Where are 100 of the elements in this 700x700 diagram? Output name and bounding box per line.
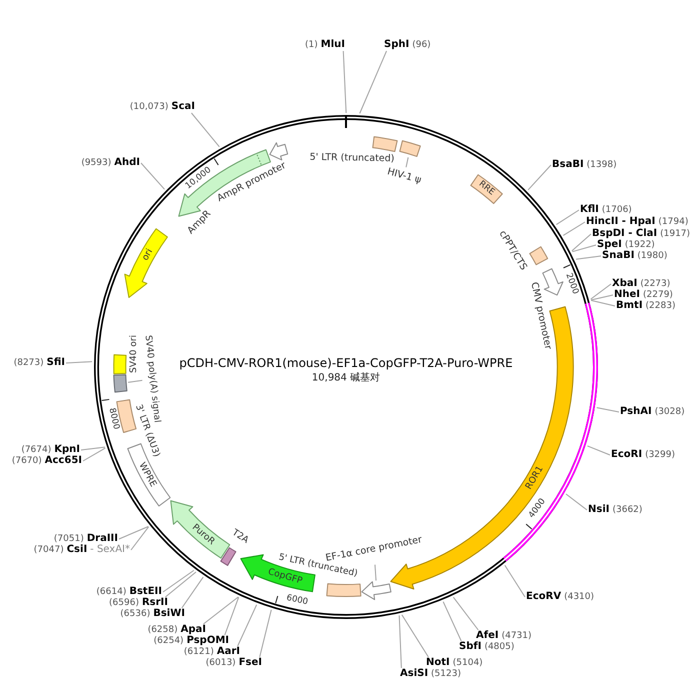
site-position: (7674) xyxy=(21,444,52,456)
site-position: (1922) xyxy=(624,239,655,250)
enzyme-name: BmtI xyxy=(616,300,643,312)
enzyme-name: PshAI xyxy=(620,406,652,418)
site-position: (6013) xyxy=(206,657,236,669)
leader-line xyxy=(162,570,194,592)
feature-label: 5' LTR (truncated) xyxy=(309,152,394,166)
site-position: (1398) xyxy=(586,159,617,171)
enzyme-name: NotI xyxy=(426,657,450,668)
leader-line xyxy=(164,571,196,598)
site-position: (1917) xyxy=(660,228,690,240)
enzyme-name: DraIII xyxy=(86,533,118,544)
enzyme-name: EcoRI xyxy=(611,449,642,461)
leader-line xyxy=(452,596,479,630)
enzyme-name: MluI xyxy=(320,39,345,51)
enzyme-name: PspOMI xyxy=(186,635,229,646)
site-position: (4805) xyxy=(484,641,514,653)
enzyme-name: FseI xyxy=(238,657,262,669)
leader-line xyxy=(590,284,612,300)
site-position: (6614) xyxy=(96,586,126,598)
enzyme-name: BsiWI xyxy=(153,608,185,620)
site-position: (6254) xyxy=(154,635,184,647)
feature-label: CopGFP xyxy=(266,566,304,587)
enzyme-name: EcoRV xyxy=(526,591,562,603)
site-position: (3028) xyxy=(654,406,685,418)
leader-line xyxy=(590,300,616,306)
leader-line xyxy=(586,445,610,456)
enzyme-name: SnaBI xyxy=(602,250,634,262)
enzyme-name: AfeI xyxy=(476,630,499,641)
enzyme-name: CsiI xyxy=(66,544,88,556)
leader-line xyxy=(224,596,240,636)
scale-label: 2000 xyxy=(562,272,580,296)
leader-line xyxy=(181,576,204,608)
site-position: (10,073) xyxy=(130,101,168,113)
site-position: (7051) xyxy=(54,533,84,544)
site-position: (6258) xyxy=(148,624,178,636)
leader-line xyxy=(130,526,150,550)
feature-label: ori xyxy=(140,247,155,262)
enzyme-name: SbfI xyxy=(459,641,482,653)
scale-label: 6000 xyxy=(285,594,308,608)
leader-line xyxy=(556,210,580,226)
site-position: (7670) xyxy=(12,455,42,467)
scale-label: 8000 xyxy=(106,407,120,431)
leader-line xyxy=(504,564,526,598)
site-position: (96) xyxy=(412,39,431,51)
leader-line xyxy=(398,614,402,668)
enzyme-name: AsiSI xyxy=(400,668,428,680)
leader-line xyxy=(576,256,602,260)
leader-line xyxy=(140,162,166,190)
site-position: (1980) xyxy=(637,250,668,262)
leader-line xyxy=(406,156,409,168)
leader-line xyxy=(342,50,347,114)
leader-line xyxy=(442,601,462,642)
site-position: (2283) xyxy=(646,300,676,312)
plasmid-title: pCDH-CMV-ROR1(mouse)-EF1a-CopGFP-T2A-Puro-WPRE xyxy=(179,356,513,370)
leader-line xyxy=(572,244,596,252)
enzyme-name: HincII - HpaI xyxy=(586,216,656,228)
leader-line xyxy=(118,526,149,540)
site-position: (4731) xyxy=(502,630,532,642)
site-position: (4310) xyxy=(564,591,594,603)
enzyme-name: RsrII xyxy=(142,597,168,608)
enzyme-name: AhdI xyxy=(114,157,140,169)
enzyme-name: ScaI xyxy=(171,101,195,113)
site-position: (1) xyxy=(305,39,318,51)
site-position: (1706) xyxy=(602,204,632,216)
enzyme-name: SpeI xyxy=(597,239,622,250)
enzyme-name: AarI xyxy=(216,646,240,658)
feature-label: HIV-1 ψ xyxy=(386,167,422,187)
leader-line xyxy=(202,596,239,624)
site-position: (6596) xyxy=(109,597,139,609)
leader-line xyxy=(596,407,620,412)
leader-line xyxy=(66,361,93,364)
leader-line xyxy=(401,614,429,658)
leader-line xyxy=(528,164,552,190)
leader-line xyxy=(374,564,377,582)
site-position: (2279) xyxy=(643,289,673,301)
enzyme-name: ApaI xyxy=(180,624,206,636)
enzyme-name: BsaBI xyxy=(552,159,584,171)
enzyme-name: BspDI - ClaI xyxy=(592,228,658,240)
enzyme-name: SphI xyxy=(384,39,410,51)
site-position: (9593) xyxy=(81,157,112,169)
leader-line xyxy=(259,609,272,658)
site-position: (5104) xyxy=(452,657,483,669)
site-position: (2273) xyxy=(640,278,670,290)
leader-line xyxy=(82,448,106,462)
feature-label: SV40 ori xyxy=(128,335,140,373)
enzyme-name: NheI xyxy=(614,289,640,300)
enzyme-name: XbaI xyxy=(612,278,638,289)
enzyme-name: SfiI xyxy=(46,357,65,369)
site-position: (5123) xyxy=(431,668,461,680)
site-position: (6121) xyxy=(184,646,214,658)
site-position: (6536) xyxy=(120,608,150,620)
leader-line xyxy=(562,222,586,236)
sequence-length: 10,984 碱基对 xyxy=(312,372,380,384)
enzyme-name: Acc65I xyxy=(44,455,82,467)
leader-line xyxy=(359,50,388,114)
enzyme-name: KpnI xyxy=(54,444,80,456)
site-position: (7047) xyxy=(34,544,64,556)
leader-line xyxy=(128,380,143,383)
site-position: (3662) xyxy=(612,504,642,516)
